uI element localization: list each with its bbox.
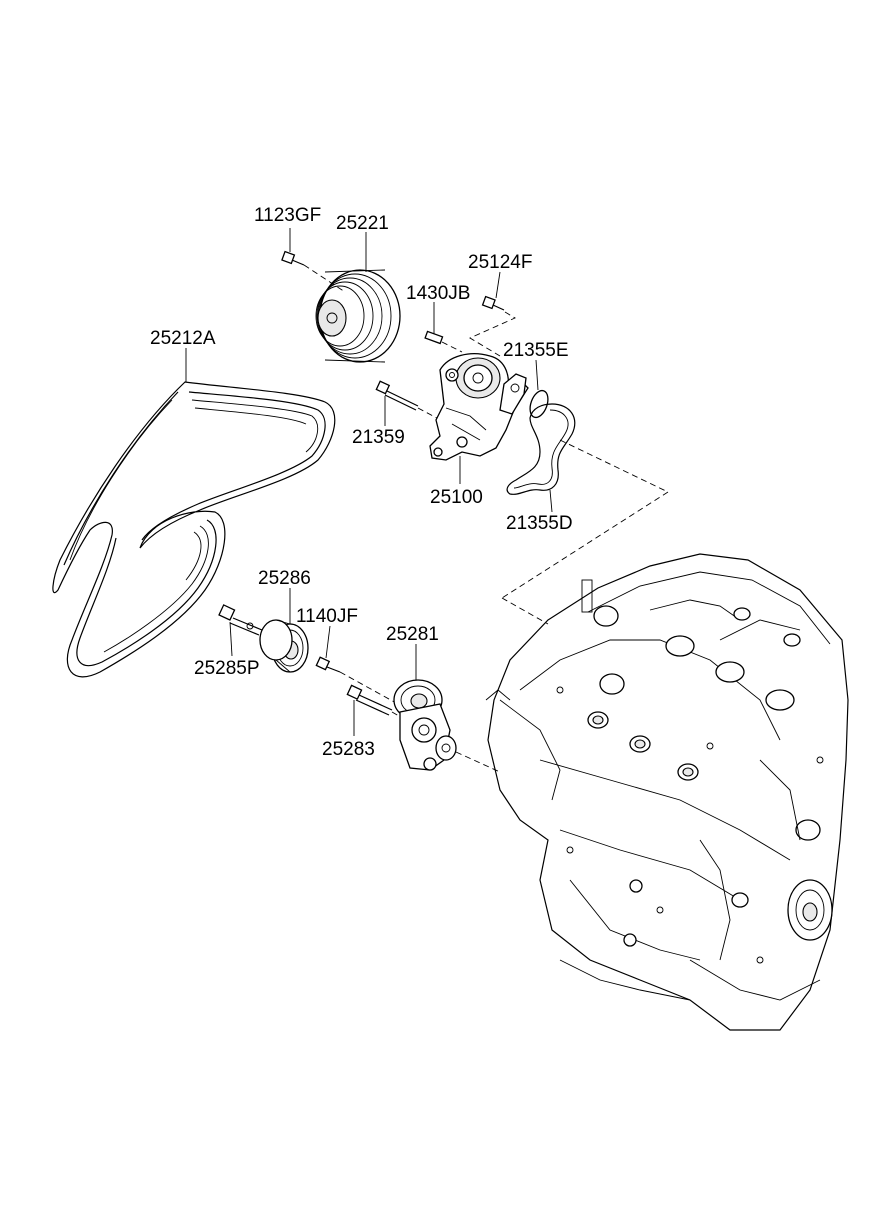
label-1140JF: 1140JF [296, 606, 358, 627]
label-25124F: 25124F [468, 252, 532, 273]
label-25281: 25281 [386, 624, 439, 645]
drive-belt [52, 381, 336, 678]
pump-bolt [469, 295, 516, 357]
belt-tensioner [393, 679, 501, 773]
idler-bolt [218, 604, 263, 636]
long-bolt [375, 380, 449, 425]
label-1123GF: 1123GF [254, 205, 321, 226]
label-21355D: 21355D [506, 513, 573, 534]
part-labels: 1123GF 25221 25124F 1430JB 25212A 21355E… [150, 205, 573, 760]
label-25286: 25286 [258, 568, 311, 589]
leader-lines [185, 228, 553, 736]
engine-block [485, 553, 849, 1031]
small-o-ring [529, 389, 549, 419]
label-25100: 25100 [430, 487, 483, 508]
label-21359: 21359 [352, 427, 405, 448]
water-pump [429, 353, 529, 461]
tensioner-bolt-long [346, 684, 421, 729]
label-1430JB: 1430JB [406, 283, 470, 304]
label-25212A: 25212A [150, 328, 216, 349]
label-25283: 25283 [322, 739, 375, 760]
dowel-pin [424, 330, 463, 353]
pump-gasket [501, 403, 669, 625]
tensioner-bolt-short [315, 656, 399, 705]
pulley-bolt [281, 250, 346, 293]
label-25285P: 25285P [194, 658, 260, 679]
label-25221: 25221 [336, 213, 389, 234]
label-21355E: 21355E [503, 340, 569, 361]
water-pump-pulley [315, 269, 401, 363]
idler-pulley [259, 619, 309, 673]
